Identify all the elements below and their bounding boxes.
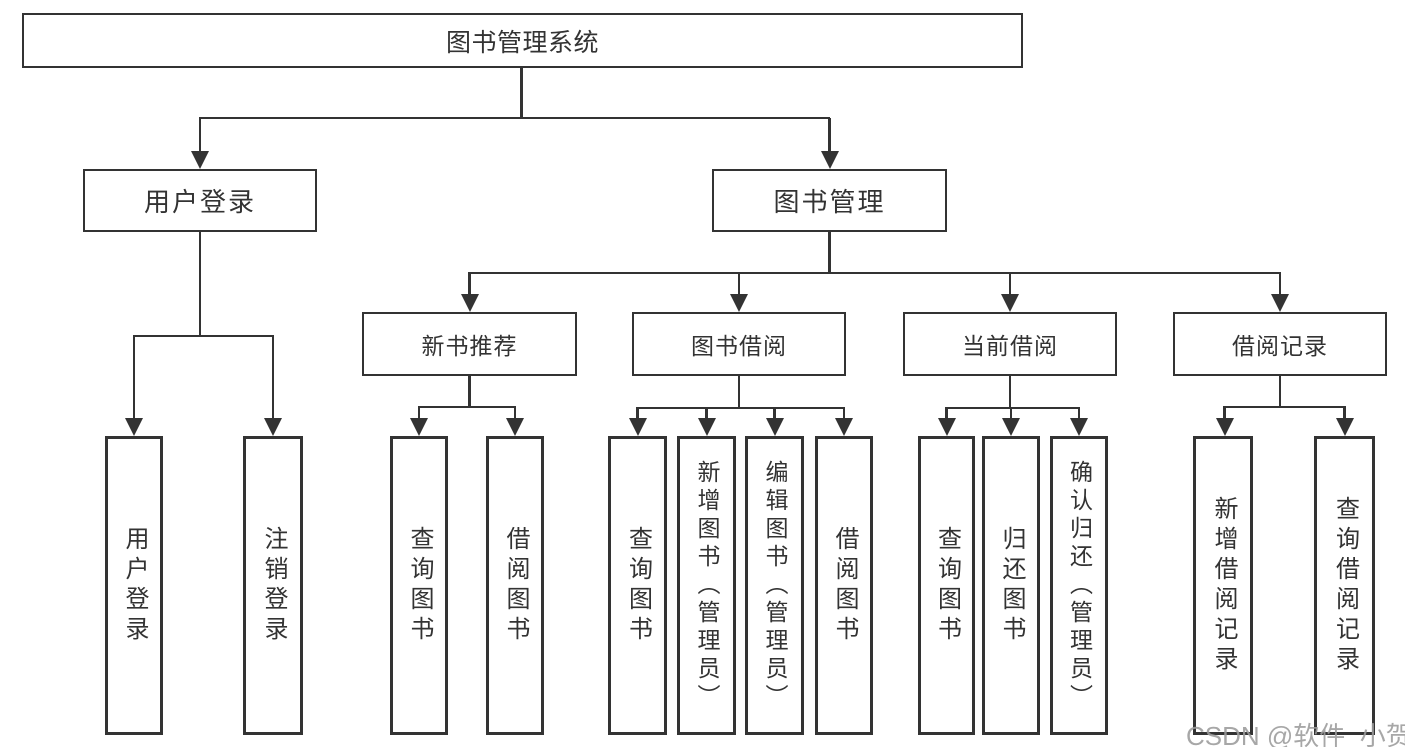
connector-current-borrowing-stem bbox=[1008, 375, 1012, 408]
leaf-return-books: 归还图书 bbox=[982, 436, 1040, 735]
leaf-add-books-admin: 新增图书（管理员） bbox=[677, 436, 736, 735]
arrow-to-add-books-admin bbox=[697, 408, 716, 436]
leaf-add-borrow-record: 新增借阅记录 bbox=[1193, 436, 1253, 735]
connector-book-borrowing-branch bbox=[636, 406, 846, 410]
arrow-to-borrowing-records bbox=[1271, 273, 1289, 312]
leaf-query-books-current-label: 查询图书 bbox=[933, 525, 961, 646]
node-library-management-system-label: 图书管理系统 bbox=[445, 28, 599, 57]
arrow-to-current-borrowing bbox=[1001, 273, 1019, 312]
connector-book-borrowing-stem bbox=[737, 375, 741, 408]
arrow-to-borrow-books bbox=[835, 408, 853, 436]
connector-new-book-stem bbox=[468, 375, 471, 407]
connector-user-login-branch bbox=[132, 334, 275, 337]
node-user-login: 用户登录 bbox=[83, 169, 317, 232]
connector-new-book-branch bbox=[417, 405, 517, 409]
node-book-borrowing-label: 图书借阅 bbox=[691, 333, 787, 359]
arrow-to-query-books-borrowing bbox=[628, 408, 647, 436]
arrow-to-return-books bbox=[1002, 408, 1020, 436]
connector-book-management-stem bbox=[828, 231, 831, 273]
arrow-to-query-books-current bbox=[937, 408, 956, 436]
node-user-login-label: 用户登录 bbox=[143, 187, 256, 217]
leaf-query-borrow-record: 查询借阅记录 bbox=[1314, 436, 1375, 735]
leaf-logout: 注销登录 bbox=[243, 436, 303, 735]
leaf-query-books-current: 查询图书 bbox=[918, 436, 975, 735]
leaf-add-borrow-record-label: 新增借阅记录 bbox=[1210, 495, 1237, 676]
connector-book-management-branch bbox=[468, 271, 1282, 275]
node-new-book-recommendation: 新书推荐 bbox=[362, 312, 577, 376]
connector-borrowing-records-stem bbox=[1278, 375, 1282, 407]
connector-root-branch bbox=[198, 116, 831, 120]
node-borrowing-records-label: 借阅记录 bbox=[1232, 333, 1328, 359]
connector-current-borrowing-branch bbox=[945, 406, 1081, 410]
arrow-to-borrow-books-recommend bbox=[506, 407, 524, 436]
connector-borrowing-records-branch bbox=[1223, 405, 1346, 409]
arrow-to-query-books-recommend bbox=[410, 407, 428, 436]
leaf-add-books-admin-label: 新增图书（管理员） bbox=[694, 459, 720, 712]
arrow-to-user-login bbox=[191, 118, 209, 169]
leaf-confirm-return-admin-label: 确认归还（管理员） bbox=[1066, 459, 1093, 712]
connector-root-stem bbox=[520, 68, 523, 118]
node-library-management-system: 图书管理系统 bbox=[22, 13, 1023, 68]
arrow-to-edit-books-admin bbox=[765, 408, 784, 436]
node-current-borrowing-label: 当前借阅 bbox=[962, 333, 1058, 359]
node-current-borrowing: 当前借阅 bbox=[903, 312, 1117, 376]
leaf-query-books-recommend-label: 查询图书 bbox=[406, 525, 433, 646]
leaf-borrow-books-recommend-label: 借阅图书 bbox=[502, 525, 529, 646]
leaf-confirm-return-admin: 确认归还（管理员） bbox=[1050, 436, 1108, 735]
leaf-query-books-borrowing: 查询图书 bbox=[608, 436, 667, 735]
node-borrowing-records: 借阅记录 bbox=[1173, 312, 1387, 376]
node-book-borrowing: 图书借阅 bbox=[632, 312, 846, 376]
leaf-user-login-label: 用户登录 bbox=[121, 525, 148, 646]
leaf-query-borrow-record-label: 查询借阅记录 bbox=[1331, 495, 1359, 676]
arrow-to-confirm-return-admin bbox=[1070, 408, 1088, 436]
arrow-to-add-borrow-record bbox=[1215, 407, 1234, 436]
connector-user-login-stem bbox=[198, 231, 202, 336]
leaf-borrow-books-recommend: 借阅图书 bbox=[486, 436, 544, 735]
leaf-query-books-recommend: 查询图书 bbox=[390, 436, 448, 735]
arrow-to-new-book-recommendation bbox=[460, 273, 479, 312]
node-book-management: 图书管理 bbox=[712, 169, 947, 232]
leaf-borrow-books-label: 借阅图书 bbox=[831, 525, 858, 646]
arrow-to-book-management bbox=[820, 118, 839, 169]
leaf-edit-books-admin: 编辑图书（管理员） bbox=[745, 436, 804, 735]
arrow-to-book-borrowing bbox=[730, 273, 748, 312]
leaf-logout-label: 注销登录 bbox=[260, 525, 287, 646]
node-new-book-recommendation-label: 新书推荐 bbox=[421, 333, 518, 359]
node-book-management-label: 图书管理 bbox=[773, 187, 886, 217]
leaf-borrow-books: 借阅图书 bbox=[815, 436, 873, 735]
leaf-query-books-borrowing-label: 查询图书 bbox=[624, 525, 652, 646]
leaf-return-books-label: 归还图书 bbox=[998, 525, 1025, 646]
leaf-user-login: 用户登录 bbox=[105, 436, 163, 735]
arrow-to-query-borrow-record bbox=[1335, 407, 1354, 436]
watermark: CSDN @软件_小贺同学 bbox=[1186, 721, 1405, 747]
arrow-to-leaf-user-login bbox=[125, 336, 143, 436]
arrow-to-leaf-logout bbox=[264, 336, 282, 436]
leaf-edit-books-admin-label: 编辑图书（管理员） bbox=[762, 459, 788, 712]
